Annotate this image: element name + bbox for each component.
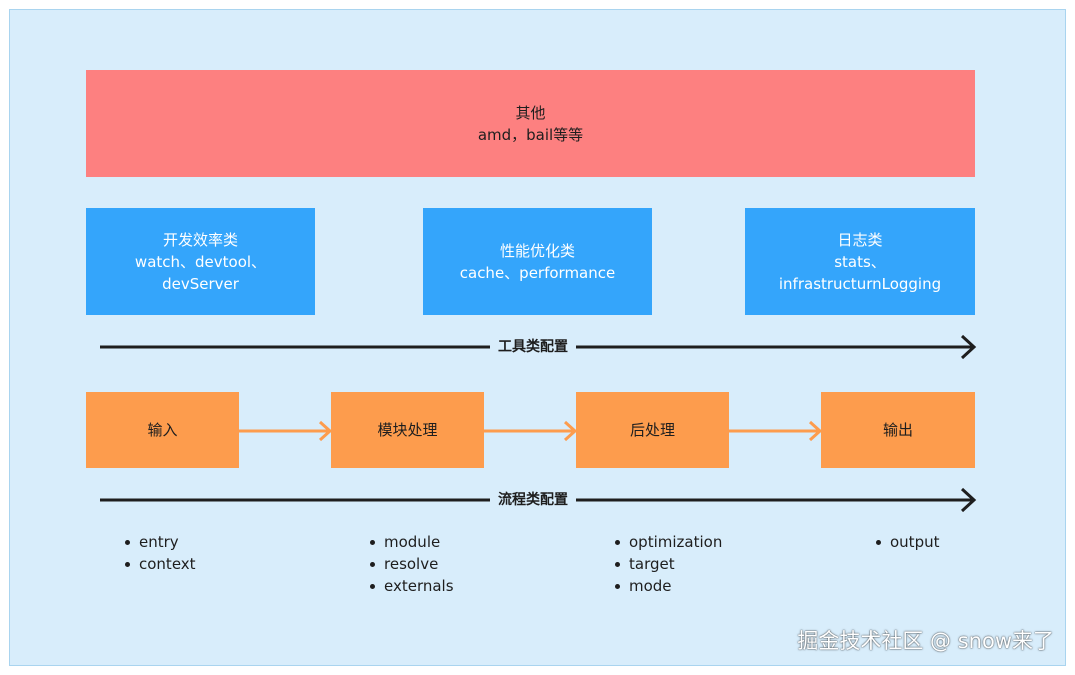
flow-step-post-label: 后处理: [629, 421, 675, 439]
logging-title: 日志类: [837, 230, 883, 249]
list-item: context: [124, 553, 196, 575]
output-options-list: output: [875, 531, 939, 553]
other-config-title: 其他: [515, 103, 546, 122]
performance-box: 性能优化类 cache、performance: [423, 208, 652, 315]
post-options-list: optimization target mode: [614, 531, 722, 597]
flow-axis-label: 流程类配置: [490, 490, 576, 510]
flow-arrow-1: [239, 420, 333, 442]
flow-arrow-2: [484, 420, 578, 442]
list-item: externals: [369, 575, 454, 597]
flow-step-output: 输出: [821, 392, 975, 468]
logging-line2: infrastructurnLogging: [778, 274, 942, 293]
dev-efficiency-line2: devServer: [162, 274, 239, 293]
performance-title: 性能优化类: [499, 241, 575, 260]
performance-line1: cache、performance: [459, 263, 616, 282]
list-item: output: [875, 531, 939, 553]
list-item: target: [614, 553, 722, 575]
flow-step-output-label: 输出: [882, 421, 913, 439]
dev-efficiency-box: 开发效率类 watch、devtool、 devServer: [86, 208, 315, 315]
other-config-subtitle: amd，bail等等: [477, 125, 584, 144]
list-item: mode: [614, 575, 722, 597]
input-options-list: entry context: [124, 531, 196, 575]
logging-box: 日志类 stats、 infrastructurnLogging: [745, 208, 975, 315]
logging-line1: stats、: [834, 252, 886, 271]
flow-step-module: 模块处理: [331, 392, 484, 468]
list-item: entry: [124, 531, 196, 553]
list-item: resolve: [369, 553, 454, 575]
flow-step-module-label: 模块处理: [377, 421, 438, 439]
flow-arrow-3: [729, 420, 823, 442]
watermark: 掘金技术社区 @ snow来了: [797, 629, 1054, 653]
tool-axis-label: 工具类配置: [490, 337, 576, 357]
list-item: module: [369, 531, 454, 553]
module-options-list: module resolve externals: [369, 531, 454, 597]
flow-step-post: 后处理: [576, 392, 729, 468]
flow-step-input-label: 输入: [147, 421, 178, 439]
list-item: optimization: [614, 531, 722, 553]
flow-step-input: 输入: [86, 392, 239, 468]
dev-efficiency-line1: watch、devtool、: [134, 252, 267, 271]
other-config-box: 其他 amd，bail等等: [86, 70, 975, 177]
dev-efficiency-title: 开发效率类: [162, 230, 238, 249]
